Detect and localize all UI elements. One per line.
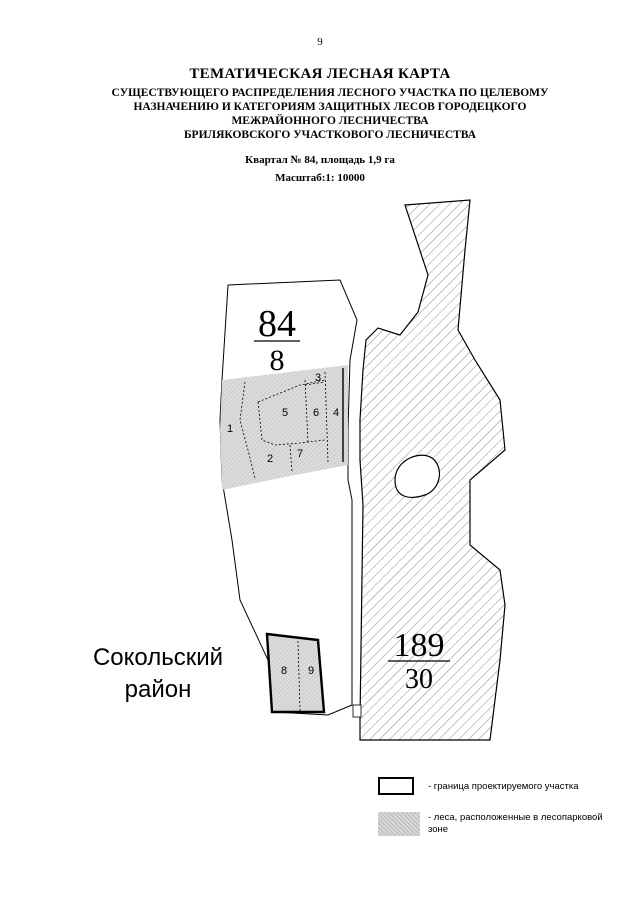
plot-label: 9 xyxy=(308,665,314,677)
subtitle-line: СУЩЕСТВУЮЩЕГО РАСПРЕДЕЛЕНИЯ ЛЕСНОГО УЧАС… xyxy=(111,87,549,99)
quarter-info: Квартал № 84, площадь 1,9 га xyxy=(245,154,395,166)
legend-boundary-text: - граница проектируемого участка xyxy=(428,781,579,792)
legend-park-forest-text: - леса, расположенные в лесопарковой зон… xyxy=(428,812,603,836)
quarter-189-number: 189 xyxy=(394,627,445,664)
legend-boundary: - граница проектируемого участка xyxy=(378,777,579,795)
plot-label: 7 xyxy=(297,448,303,460)
quarter-189-sub: 30 xyxy=(405,664,433,695)
boundary-swatch xyxy=(378,777,414,795)
park-forest-swatch xyxy=(378,812,420,836)
park-forest-area xyxy=(220,365,348,490)
quarter-84-number: 84 xyxy=(258,303,296,345)
legend-park-line: зоне xyxy=(428,824,449,835)
legend-park-line: - леса, расположенные в лесопарковой xyxy=(428,812,603,823)
plot-label: 6 xyxy=(313,407,319,419)
quarter-84-sub: 8 xyxy=(270,344,285,377)
plot-label: 4 xyxy=(333,407,339,419)
quarter-189-notch xyxy=(394,454,441,498)
map-title: ТЕМАТИЧЕСКАЯ ЛЕСНАЯ КАРТА xyxy=(189,66,451,82)
plot-label: 3 xyxy=(315,372,321,384)
region-line: Сокольский xyxy=(92,644,224,671)
plot-boundaries xyxy=(239,371,329,479)
map-subtitle: СУЩЕСТВУЮЩЕГО РАСПРЕДЕЛЕНИЯ ЛЕСНОГО УЧАС… xyxy=(60,86,600,142)
region-line: район xyxy=(124,676,192,703)
plot-label: 8 xyxy=(281,665,287,677)
legend-park-forest: - леса, расположенные в лесопарковой зон… xyxy=(378,812,603,836)
page-number: 9 xyxy=(317,36,323,48)
subtitle-line: МЕЖРАЙОННОГО ЛЕСНИЧЕСТВА xyxy=(231,115,429,127)
plot-label: 1 xyxy=(227,423,233,435)
subtitle-line: БРИЛЯКОВСКОГО УЧАСТКОВОГО ЛЕСНИЧЕСТВА xyxy=(183,129,477,141)
region-label: Сокольский район xyxy=(78,642,238,706)
plot-label: 2 xyxy=(267,453,273,465)
project-plot-boundary xyxy=(265,632,326,714)
subtitle-line: НАЗНАЧЕНИЮ И КАТЕГОРИЯМ ЗАЩИТНЫХ ЛЕСОВ Г… xyxy=(133,101,527,113)
scale-info: Масштаб:1: 10000 xyxy=(275,172,365,184)
plot-label: 5 xyxy=(282,407,288,419)
